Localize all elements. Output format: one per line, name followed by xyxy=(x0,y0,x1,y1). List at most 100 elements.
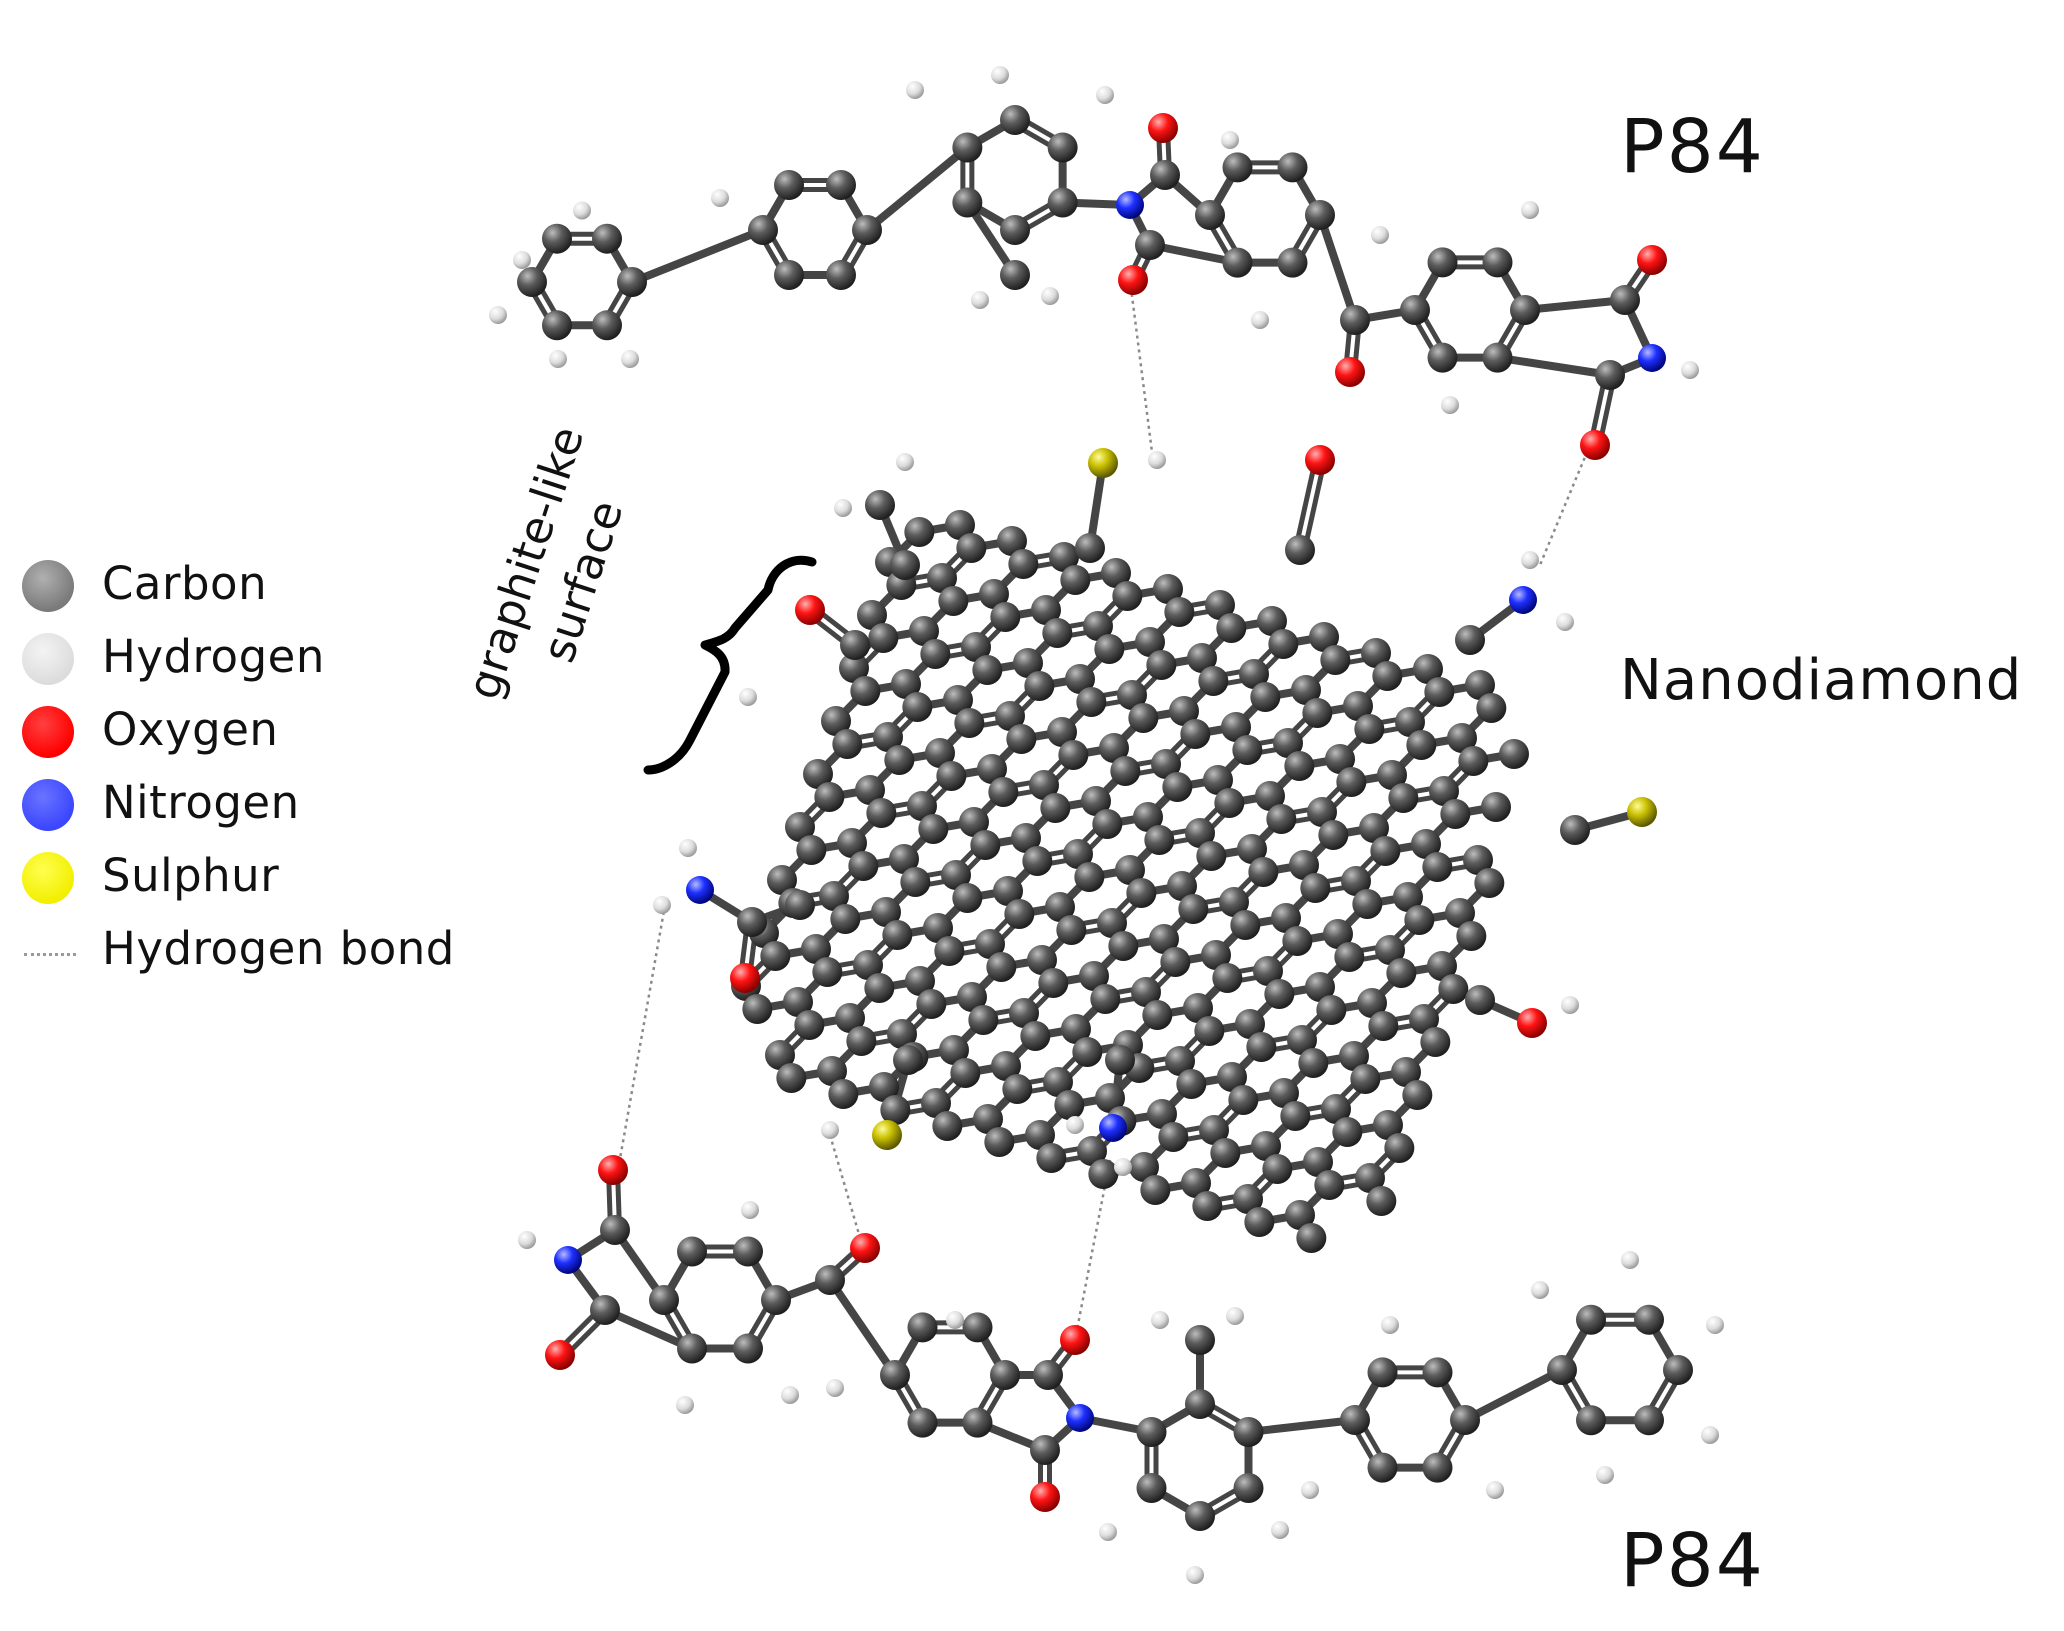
carbon-atom xyxy=(1088,1159,1119,1189)
carbon-atom xyxy=(760,941,791,971)
carbon-atom xyxy=(907,791,937,821)
carbon-atom xyxy=(1474,868,1505,898)
carbon-atom xyxy=(1101,558,1131,588)
carbon-atom xyxy=(1136,1417,1167,1447)
carbon-atom xyxy=(794,1010,825,1040)
carbon-atom xyxy=(1357,988,1387,1018)
carbon-atom xyxy=(1248,857,1279,887)
carbon-atom xyxy=(1216,613,1247,643)
carbon-atom xyxy=(1447,723,1477,753)
oxygen-atom xyxy=(850,1233,880,1263)
carbon-atom xyxy=(677,1236,707,1267)
carbon-atom xyxy=(1239,659,1269,689)
carbon-atom xyxy=(1108,931,1139,961)
bond xyxy=(826,1276,899,1379)
legend-item-nitrogen: Nitrogen xyxy=(22,771,522,844)
hydrogen-atom xyxy=(489,306,507,324)
carbon-atom xyxy=(1061,1014,1091,1044)
carbon-atom xyxy=(1233,1184,1263,1214)
bond xyxy=(1461,1366,1566,1424)
carbon-atom xyxy=(1510,295,1540,325)
carbon-atom xyxy=(855,775,885,805)
carbon-atom xyxy=(1411,829,1441,859)
bond xyxy=(628,226,767,286)
hydrogen-atom xyxy=(906,81,924,99)
legend-item-carbon: Carbon xyxy=(22,552,522,625)
bond xyxy=(1316,211,1359,324)
carbon-atom xyxy=(1325,744,1355,774)
carbon-atom xyxy=(1027,945,1057,975)
carbon-atom xyxy=(1008,549,1039,579)
hydrogen-bond xyxy=(1073,1159,1112,1341)
hydrogen-atom xyxy=(1381,1316,1399,1334)
carbon-atom xyxy=(1450,1405,1480,1435)
carbon-atom xyxy=(884,745,915,775)
carbon-atom xyxy=(1147,1099,1177,1129)
carbon-atom xyxy=(1368,1011,1399,1041)
p84-top-label: P84 xyxy=(1620,104,1765,190)
carbon-atom xyxy=(590,1295,620,1325)
carbon-atom xyxy=(1424,677,1455,707)
carbon-atom xyxy=(1393,882,1423,912)
oxygen-atom xyxy=(1305,445,1335,475)
carbon-atom xyxy=(1373,1110,1403,1140)
hydrogen-atom xyxy=(676,1396,694,1414)
carbon-atom xyxy=(1427,247,1458,278)
legend-label-nitrogen: Nitrogen xyxy=(102,776,300,829)
carbon-atom xyxy=(1323,919,1353,949)
carbon-atom xyxy=(1117,680,1147,710)
carbon-atom xyxy=(984,1127,1015,1157)
carbon-atom xyxy=(1429,776,1459,806)
carbon-atom xyxy=(873,722,903,752)
carbon-atom xyxy=(1214,788,1245,818)
carbon-atom xyxy=(1316,995,1347,1025)
carbon-atom xyxy=(1302,698,1333,728)
carbon-atom xyxy=(649,1285,679,1315)
carbon-atom xyxy=(592,223,622,254)
carbon-atom xyxy=(1047,187,1078,218)
carbon-atom xyxy=(941,860,971,890)
nitrogen-atom xyxy=(1066,1404,1094,1432)
carbon-atom xyxy=(1140,1175,1171,1205)
carbon-atom xyxy=(1133,802,1163,832)
legend-item-oxygen: Oxygen xyxy=(22,698,522,771)
carbon-atom xyxy=(817,1056,847,1086)
carbon-atom xyxy=(1251,1131,1281,1161)
carbon-atom xyxy=(1663,1355,1693,1385)
carbon-atom xyxy=(945,510,975,540)
carbon-atom xyxy=(517,267,547,297)
hydrogen-atom xyxy=(711,189,729,207)
hydrogen-atom xyxy=(896,453,914,471)
carbon-atom xyxy=(1320,645,1351,675)
carbon-atom xyxy=(1422,1452,1453,1483)
oxygen-atom xyxy=(1580,430,1610,460)
hydrogen-atom xyxy=(1521,201,1539,219)
carbon-atom xyxy=(1000,215,1030,245)
carbon-atom xyxy=(1135,230,1165,260)
carbon-atom xyxy=(1020,1021,1051,1051)
carbon-atom xyxy=(880,1095,911,1125)
nitrogen-atom xyxy=(1099,1114,1127,1142)
carbon-atom xyxy=(956,533,987,563)
carbon-atom xyxy=(1634,1405,1664,1436)
carbon-atom xyxy=(1232,735,1263,765)
carbon-atom xyxy=(1499,739,1529,769)
carbon-atom xyxy=(1318,820,1349,850)
carbon-atom xyxy=(1150,160,1180,190)
carbon-atom xyxy=(1136,1473,1167,1503)
carbon-atom xyxy=(1246,1032,1277,1062)
carbon-atom xyxy=(801,934,831,964)
nitrogen-atom xyxy=(1509,586,1537,614)
carbon-atom xyxy=(1384,1133,1415,1163)
carbon-atom xyxy=(1300,873,1331,903)
carbon-atom xyxy=(962,1407,993,1438)
carbon-atom xyxy=(1355,1163,1385,1193)
bond xyxy=(1301,458,1327,554)
carbon-atom xyxy=(826,169,856,200)
hydrogen-bond-lines xyxy=(616,279,1592,1341)
carbon-atom xyxy=(904,517,935,547)
carbon-atom xyxy=(1024,671,1055,701)
hydrogen-atom xyxy=(1486,1481,1504,1499)
carbon-atom xyxy=(1305,200,1335,230)
carbon-atom xyxy=(828,1079,859,1109)
